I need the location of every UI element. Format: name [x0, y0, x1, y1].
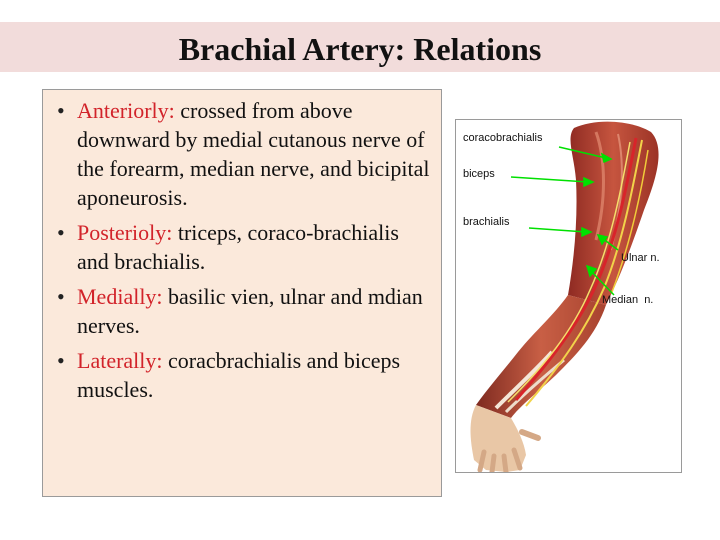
pointer-arrow — [558, 146, 607, 159]
bullet-dot: • — [57, 220, 65, 245]
forearm-shape — [476, 295, 606, 418]
bullet-dot: • — [57, 348, 65, 373]
bullet-laterally: • Laterally: coracbrachialis and biceps … — [51, 346, 431, 404]
bullet-list: • Anteriorly: crossed from above downwar… — [43, 90, 441, 404]
finger — [477, 449, 487, 472]
arrow-head — [583, 176, 595, 188]
label-coracobrachialis: coracobrachialis — [463, 132, 543, 144]
brachial-artery — [514, 137, 638, 401]
arrow-head — [600, 152, 613, 164]
nerve — [507, 141, 631, 403]
bullet-dot: • — [57, 98, 65, 123]
arm-anatomy-figure: coracobrachialis biceps brachialis Ulnar… — [455, 119, 682, 473]
title-band — [0, 22, 720, 72]
pointer-arrow — [528, 227, 587, 233]
pointer-arrow — [589, 269, 615, 296]
label-ulnar-nerve: Ulnar n. — [621, 252, 660, 264]
finger — [511, 447, 523, 471]
bullet-text: basilic vien, ulnar and mdian nerves. — [77, 284, 423, 338]
bullet-text: triceps, coraco-brachialis and brachiali… — [77, 220, 399, 274]
label-biceps: biceps — [463, 168, 495, 180]
bullet-posterioly: • Posterioly: triceps, coraco-brachialis… — [51, 218, 431, 276]
bullet-term: Anteriorly: — [77, 98, 175, 123]
muscle-band — [594, 131, 605, 241]
label-brachialis: brachialis — [463, 216, 510, 228]
bullet-text-box: • Anteriorly: crossed from above downwar… — [42, 89, 442, 497]
finger — [489, 453, 497, 472]
bullet-dot: • — [57, 284, 65, 309]
nerve — [525, 139, 643, 407]
bullet-term: Medially: — [77, 284, 163, 309]
bullet-text: crossed from above downward by medial cu… — [77, 98, 430, 210]
upper-arm-shape — [568, 121, 659, 305]
arrow-head — [596, 233, 609, 246]
arm-illustration — [470, 121, 659, 472]
arrow-head — [585, 264, 598, 278]
bullet-text: coracbrachialis and biceps muscles. — [77, 348, 401, 402]
arrow-head — [581, 226, 593, 238]
pointer-arrow — [510, 176, 589, 183]
bullet-term: Laterally: — [77, 348, 163, 373]
slide-title: Brachial Artery: Relations — [178, 31, 542, 67]
thumb — [519, 429, 541, 441]
nerve — [611, 149, 649, 293]
bullet-medially: • Medially: basilic vien, ulnar and mdia… — [51, 282, 431, 340]
bullet-term: Posterioly: — [77, 220, 173, 245]
bullet-anteriorly: • Anteriorly: crossed from above downwar… — [51, 96, 431, 212]
label-median-nerve: Median n. — [602, 294, 654, 306]
tendon — [494, 350, 554, 410]
finger — [501, 453, 509, 472]
